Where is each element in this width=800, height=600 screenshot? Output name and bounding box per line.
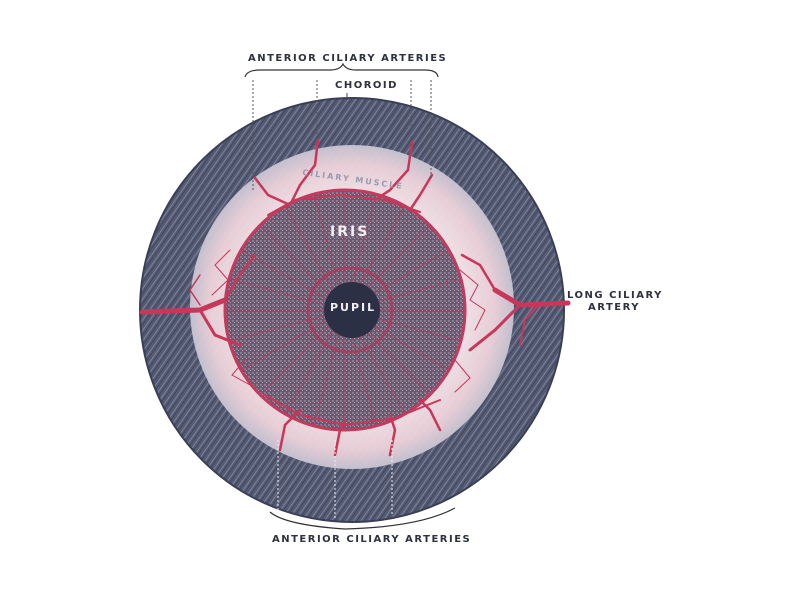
label-long-ciliary-artery-line1: LONG CILIARY (567, 290, 663, 301)
label-pupil: PUPIL (330, 301, 377, 314)
artery-network (139, 138, 571, 457)
label-iris: IRIS (330, 224, 370, 240)
leader-lines-bottom (277, 440, 393, 518)
label-anterior-ciliary-arteries-top: ANTERIOR CILIARY ARTERIES (248, 53, 448, 64)
bracket-bottom (269, 507, 456, 530)
label-choroid: CHOROID (335, 80, 398, 91)
label-anterior-ciliary-arteries-bottom: ANTERIOR CILIARY ARTERIES (272, 534, 472, 545)
label-long-ciliary-artery-line2: ARTERY (588, 302, 641, 313)
bracket-top (244, 62, 439, 78)
pupil (324, 282, 380, 338)
leader-lines-top (252, 80, 432, 190)
